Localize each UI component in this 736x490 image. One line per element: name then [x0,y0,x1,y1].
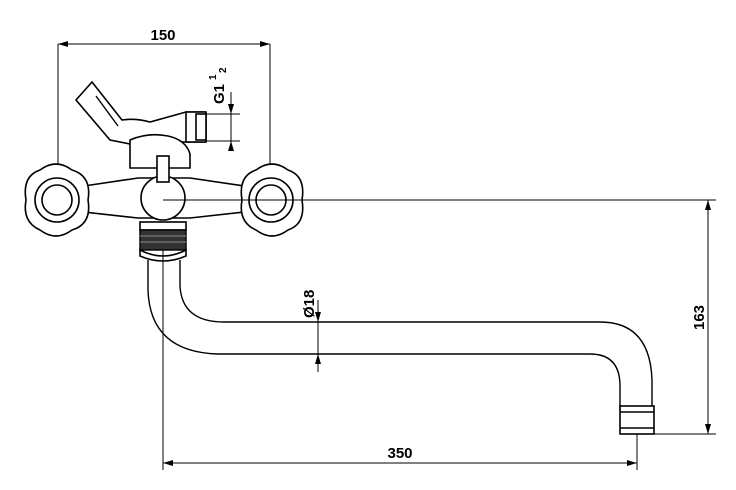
dimension-label-150: 150 [150,27,175,44]
dimension-163: 163 [654,200,716,435]
dimension-diameter: Ø18 [301,290,321,372]
mixer-body [83,133,245,262]
thread-fraction-den: 2 [218,67,229,73]
left-valve-handle [24,163,90,237]
dimension-150: 150 [57,27,271,165]
dimension-350: 350 [162,250,638,470]
spout [147,260,655,435]
knurled-nut [139,229,187,251]
dimension-label-diameter: Ø18 [301,290,318,318]
dimension-label-163: 163 [691,305,708,330]
dimension-label-thread: G1 [211,84,228,104]
dimension-thread: G1 1 2 [206,67,240,151]
thread-fraction-num: 1 [208,74,219,80]
dimension-label-350: 350 [387,445,412,462]
